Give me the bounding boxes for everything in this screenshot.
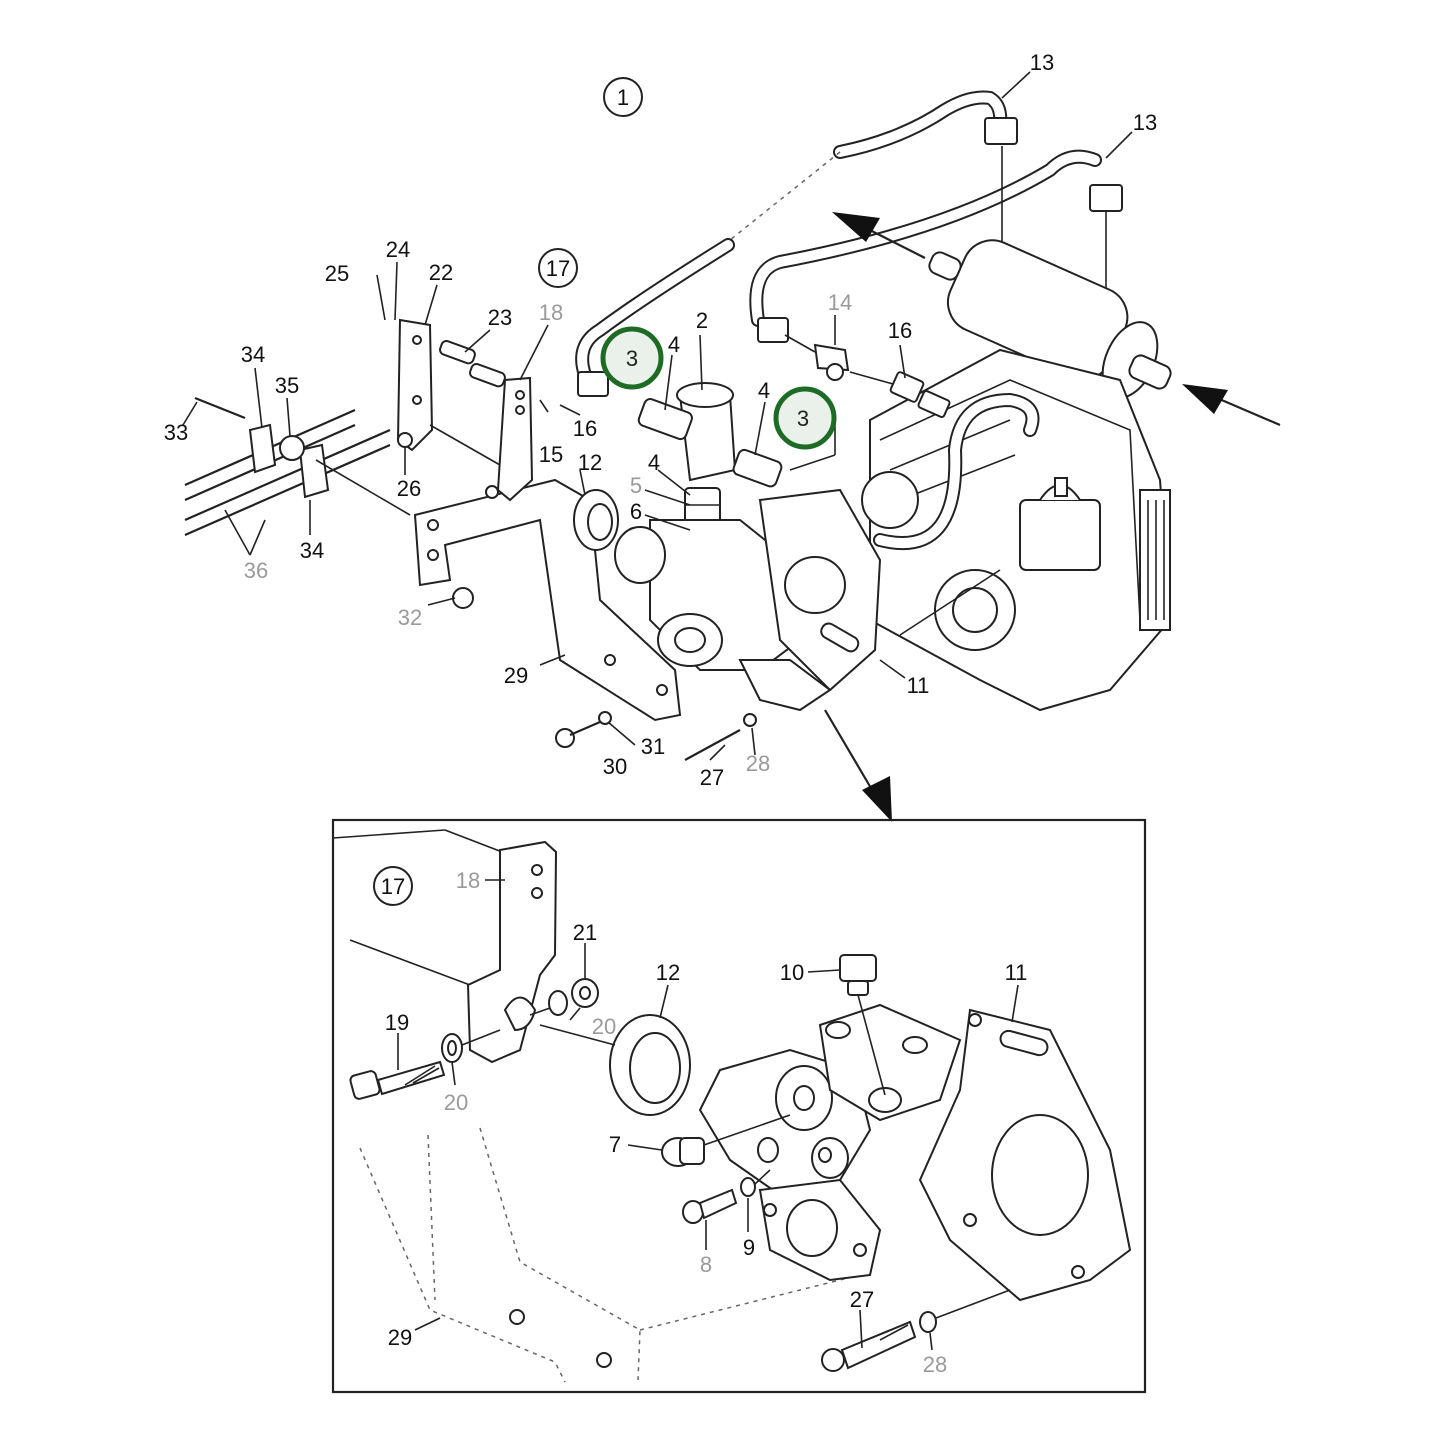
part-label: 30 — [603, 754, 627, 779]
part-label: 35 — [275, 373, 299, 398]
part-label: 22 — [429, 260, 453, 285]
part-label: 7 — [609, 1132, 621, 1157]
part-label: 4 — [758, 378, 770, 403]
callout-detail-inset: 17 — [381, 874, 405, 899]
part-label: 14 — [828, 290, 852, 315]
callout-circle-detail-top — [538, 248, 578, 288]
part-label: 11 — [907, 673, 930, 698]
callout-detail-top: 17 — [546, 256, 570, 281]
part-label: 25 — [325, 261, 349, 286]
part-label: 16 — [888, 318, 912, 343]
highlight-circle-part-3-left[interactable] — [600, 326, 664, 390]
part-label: 6 — [630, 499, 642, 524]
callout-circle-main-view — [603, 77, 643, 117]
part-label: 33 — [164, 420, 188, 445]
part-label: 24 — [386, 237, 410, 262]
part-label: 18 — [456, 868, 480, 893]
part-label: 32 — [398, 605, 422, 630]
part-label: 8 — [700, 1252, 712, 1277]
part-label: 23 — [488, 305, 512, 330]
part-label: 31 — [641, 734, 665, 759]
part-label: 28 — [746, 751, 770, 776]
part-label: 9 — [743, 1235, 755, 1260]
part-label: 13 — [1030, 50, 1054, 75]
part-label: 10 — [780, 960, 804, 985]
part-label: 21 — [573, 920, 597, 945]
part-label: 20 — [444, 1090, 468, 1115]
part-label: 15 — [539, 442, 563, 467]
part-label: 27 — [700, 765, 724, 790]
part-label: 5 — [630, 473, 642, 498]
callout-main-view: 1 — [617, 85, 629, 110]
highlight-circle-part-3-right[interactable] — [773, 386, 837, 450]
part-label: 4 — [668, 332, 680, 357]
part-label: 29 — [388, 1325, 412, 1350]
part-label: 34 — [241, 342, 265, 367]
part-label: 4 — [648, 450, 660, 475]
inset-detail-view: 17 18 21 12 10 11 19 20 20 7 8 9 29 27 2… — [331, 818, 1147, 1394]
callout-circle-detail-inset — [373, 866, 413, 906]
part-label: 11 — [1005, 960, 1028, 985]
part-label: 36 — [244, 558, 268, 583]
main-view: 1 17 3 3 13 13 2 4 4 4 14 16 16 25 24 22… — [164, 50, 1281, 822]
part-label: 29 — [504, 663, 528, 688]
part-label: 27 — [850, 1287, 874, 1312]
part-label: 18 — [539, 300, 563, 325]
part-label: 13 — [1133, 110, 1157, 135]
part-label: 26 — [397, 476, 421, 501]
part-label: 16 — [573, 416, 597, 441]
part-label: 34 — [300, 538, 324, 563]
highlight-label-part-3-right: 3 — [797, 406, 809, 431]
part-label: 28 — [923, 1352, 947, 1377]
highlight-label-part-3-left: 3 — [626, 346, 638, 371]
part-label: 12 — [578, 450, 602, 475]
part-label: 20 — [592, 1014, 616, 1039]
part-label: 12 — [656, 960, 680, 985]
part-label: 19 — [385, 1010, 409, 1035]
part-label: 2 — [696, 308, 708, 333]
